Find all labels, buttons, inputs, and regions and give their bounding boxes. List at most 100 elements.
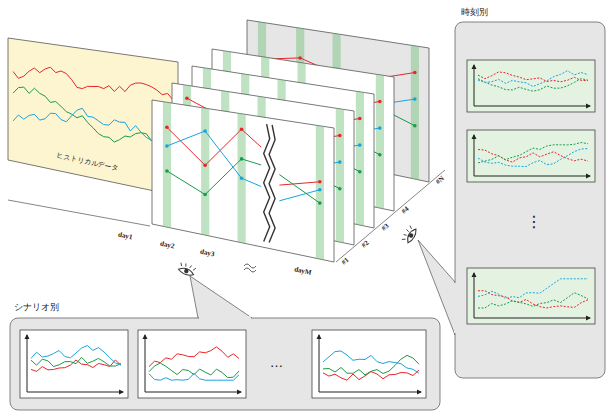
data-point [413,97,417,101]
chart-series [31,357,121,366]
ellipsis: ⋮ [526,214,542,230]
historical-series [13,87,173,145]
callouts [10,22,605,410]
historical-panel: ヒストリカルデータ [8,38,178,196]
chart-series [478,149,588,167]
data-point [203,129,207,133]
chart-series [149,347,239,367]
panel-heading: 時刻別 [461,8,488,17]
chart-series [478,150,588,163]
chart-axis [474,135,590,176]
data-point [240,176,244,180]
scenario-panel [152,100,334,262]
historical-series [13,67,173,100]
data-point [338,134,342,138]
data-point [165,144,169,148]
data-point [358,170,362,174]
chart-series [478,293,588,308]
eye-pupil [184,268,190,274]
chart-series [31,360,121,371]
eye-icon [178,262,197,277]
chart-axis [145,335,241,392]
scenario-series [279,175,319,204]
data-point [378,126,382,130]
day-slice [411,45,419,180]
eye-icon [401,225,418,244]
data-point [338,160,342,164]
chart-axis [27,335,123,392]
chart-axis [474,273,590,318]
data-point [203,163,207,167]
chart-arrow [143,334,243,395]
data-point [298,56,302,60]
chart-series [478,279,588,299]
scenario-series [167,127,261,165]
scenario-series [167,159,261,195]
chart-series [478,79,588,92]
day-slice [316,125,324,260]
ellipsis: … [270,356,283,369]
eye-pupil [408,232,414,238]
chart-arrow [472,64,592,109]
chart-series [478,291,588,308]
eye-lashes [180,262,196,271]
mini-chart [467,268,595,324]
day-slice [201,108,209,236]
chart-axis [474,65,590,106]
data-point [318,180,322,184]
mini-chart [312,330,426,398]
data-point [358,117,362,121]
data-point [318,201,322,205]
day-slice [238,113,246,243]
scenario-series [279,182,319,185]
day-slice [336,108,344,243]
eye-lashes [401,225,412,241]
data-point [165,125,169,129]
scenario-panels [152,20,429,272]
chart-series [323,351,419,373]
callout-wedge [190,276,252,318]
panel-caption: ヒストリカルデータ [56,153,119,173]
chart-arrow [472,272,592,321]
day-slice [376,74,384,209]
chart-arrow [317,334,423,395]
historical-series [13,108,173,146]
callout-panel: シナリオ別 [10,318,440,410]
chart-axis [319,335,421,392]
data-point [338,187,342,191]
data-point [378,153,382,157]
chart-series [149,363,239,378]
chart-arrow [472,134,592,179]
wedge-join [454,283,457,333]
data-point [358,143,362,147]
chart-series [478,143,588,163]
mini-chart [20,330,128,398]
data-point [185,96,189,100]
data-point [413,124,417,128]
chart-series [31,346,121,365]
mini-chart [467,130,595,182]
data-point [165,169,169,173]
data-point [240,157,244,161]
panel-heading: シナリオ別 [14,303,59,312]
callout-panel [10,318,440,410]
mini-chart [138,330,246,398]
chart-arrow [25,334,125,395]
data-point [318,188,322,192]
chart-series [149,373,239,380]
break-mark [269,125,275,243]
day-slice [356,91,364,226]
data-point [203,193,207,197]
break-mark [244,264,256,272]
scenario-series [167,131,261,187]
callout-panel [455,22,605,378]
day-slice [163,102,171,228]
eye-outline [178,266,195,277]
chart-series [478,72,588,82]
chart-series [478,71,588,87]
data-point [378,100,382,104]
chart-series [323,355,419,375]
data-point [413,71,417,75]
